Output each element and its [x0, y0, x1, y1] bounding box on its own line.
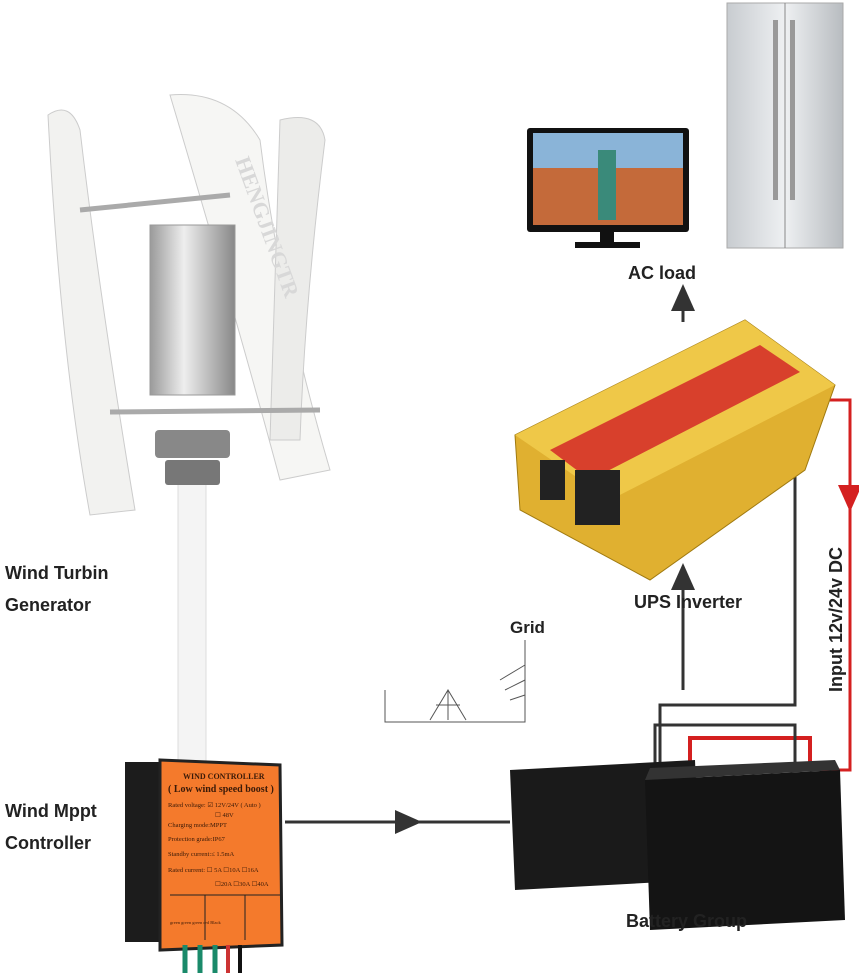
- controller-rated-current: Rated current: ☐ 5A ☐10A ☐16A: [168, 867, 259, 874]
- controller-standby: Standby current:≤ 1.5mA: [168, 851, 235, 858]
- label-ups-inverter: UPS Inverter: [634, 592, 743, 612]
- label-controller: Controller: [5, 833, 92, 853]
- controller-rated-voltage: Rated voltage: ☑ 12V/24V ( Auto ): [168, 802, 261, 809]
- controller-title: WIND CONTROLLER: [183, 772, 265, 781]
- controller-terminals: green green green red Black: [170, 920, 221, 925]
- turbine-blade: [269, 117, 326, 441]
- ups-inverter: [514, 319, 836, 581]
- black-dc-wire: [658, 470, 797, 765]
- tv-monitor: [527, 128, 689, 248]
- label-grid: Grid: [510, 618, 545, 637]
- label-input-dc: Input 12v/24v DC: [826, 546, 846, 692]
- label-generator: Generator: [5, 595, 92, 615]
- label-wind-mppt: Wind Mppt: [5, 801, 97, 821]
- label-wind-turbine: Wind Turbin: [5, 563, 109, 583]
- label-ac-load: AC load: [628, 263, 697, 283]
- controller-voltage-48v: ☐ 48V: [215, 812, 234, 819]
- controller-protection: Protection grade:IP67: [168, 836, 225, 843]
- grid-tower: [384, 640, 526, 723]
- wind-turbine: HENGJINGTR: [47, 94, 331, 771]
- turbine-pole: [177, 479, 207, 771]
- battery-group: [510, 760, 845, 930]
- generator-cylinder: [149, 224, 236, 396]
- turbine-blade: [47, 109, 136, 516]
- refrigerator: [726, 2, 844, 249]
- controller-charging-mode: Charging mode:MPPT: [168, 822, 227, 829]
- label-battery-group: Battery Group: [626, 911, 748, 931]
- wind-mppt-controller: [125, 758, 284, 973]
- controller-subtitle: ( Low wind speed boost ): [168, 784, 274, 795]
- controller-rated-current-2: ☐20A ☐30A ☐40A: [215, 881, 269, 888]
